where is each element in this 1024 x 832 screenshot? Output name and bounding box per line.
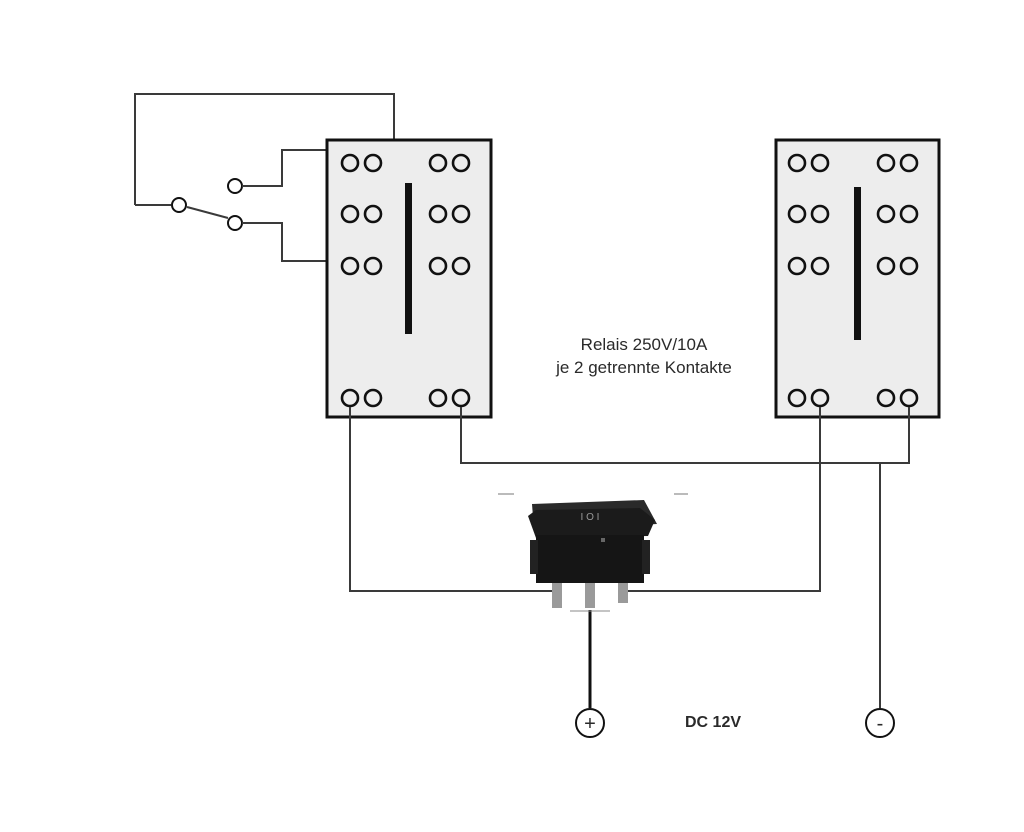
minus-circle-icon: [865, 708, 895, 738]
negative-terminal: -: [865, 708, 895, 738]
switch-lower-contact: [227, 215, 243, 231]
minus-symbol: -: [877, 713, 884, 735]
switch-lever: [186, 206, 229, 219]
switch-pin-right: [618, 583, 628, 603]
left-relay-coil-bar: [405, 183, 412, 334]
relay-label-line1: Relais 250V/10A: [581, 335, 708, 354]
positive-terminal: +: [575, 708, 605, 738]
wire-right-coil-to-switch: [628, 407, 821, 592]
left-relay: [325, 138, 493, 419]
right-relay: [774, 138, 941, 419]
relay-label-line2: je 2 getrennte Kontakte: [555, 358, 732, 377]
rocker-body: [536, 535, 644, 583]
wire-coil-return: [460, 407, 910, 464]
switch-common-contact: [171, 197, 187, 213]
switch-upper-contact: [227, 178, 243, 194]
wire-left-coil-to-switch: [349, 407, 552, 592]
right-relay-coil-bar: [854, 187, 861, 340]
rocker-cap: [528, 508, 655, 538]
wire-switch-upper: [242, 149, 352, 187]
rocker-markings: I O I: [581, 512, 600, 523]
coil-wiring: [349, 407, 910, 708]
plus-circle-icon: [575, 708, 605, 738]
rocker-switch-icon: I O I: [498, 493, 688, 612]
right-relay-terminals: [787, 153, 919, 408]
left-relay-terminals: [340, 153, 471, 408]
supply-voltage-label: DC 12V: [685, 714, 741, 731]
switch-pin-left: [552, 583, 562, 608]
plus-symbol: +: [584, 713, 596, 735]
wire-switch-lower: [242, 222, 343, 262]
switch-pin-center: [585, 583, 595, 608]
